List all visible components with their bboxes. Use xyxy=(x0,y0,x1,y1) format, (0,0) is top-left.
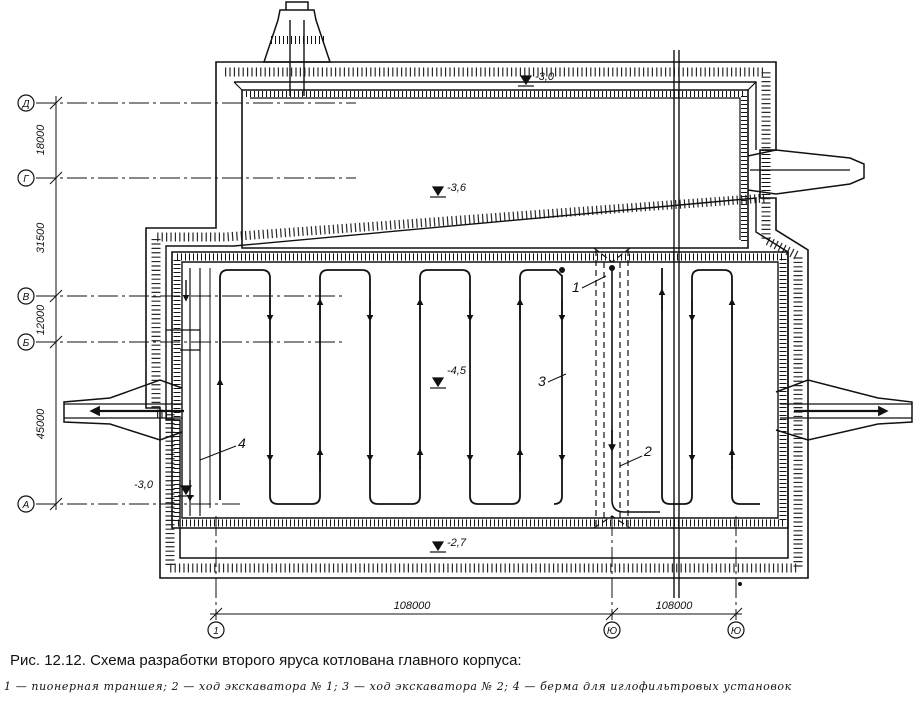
axis-label-yu-1: Ю xyxy=(607,626,617,637)
axis-label-g: Г xyxy=(23,174,30,185)
elevation-top: -3,0 xyxy=(535,71,555,83)
axis-bubble-d xyxy=(17,94,35,112)
elevation-upper-block: -3,6 xyxy=(447,182,467,194)
callout-leaders xyxy=(199,275,643,467)
path-start-dots xyxy=(559,265,742,586)
elevation-bottom-berm: -2,7 xyxy=(447,537,467,549)
elevation-main: -4,5 xyxy=(447,365,467,377)
excavation-scheme-drawing: Д Г В Б А 1 Ю Ю 18000 31500 12000 45000 … xyxy=(17,1,913,639)
figure-caption-legend: 1 — пионерная траншея; 2 — ход экскавато… xyxy=(4,680,792,693)
axis-bubbles xyxy=(17,94,745,639)
callout-2: 2 xyxy=(643,443,652,459)
axis-label-d: Д xyxy=(21,99,29,110)
vertical-dimension-line xyxy=(49,96,63,511)
outer-wall xyxy=(145,61,809,579)
axis-bubble-v xyxy=(17,287,35,305)
elevation-left-berm: -3,0 xyxy=(134,479,154,491)
axis-bubble-1 xyxy=(207,621,225,639)
axis-bubble-a xyxy=(17,495,35,513)
main-pit xyxy=(171,251,789,529)
dim-108000-b: 108000 xyxy=(656,600,694,612)
excavator-path-1 xyxy=(608,268,660,513)
grid-axes xyxy=(36,102,737,620)
left-notch xyxy=(166,329,201,351)
horizontal-dimension-line xyxy=(209,607,743,621)
path-direction-arrows xyxy=(182,280,736,502)
dim-45000: 45000 xyxy=(35,408,47,439)
axis-bubble-yu-2 xyxy=(727,621,745,639)
axis-label-v: В xyxy=(23,292,30,303)
axis-label-yu-2: Ю xyxy=(731,626,741,637)
bottom-berm xyxy=(179,528,789,558)
callout-1: 1 xyxy=(572,279,580,295)
section-line xyxy=(673,50,680,598)
dim-18000: 18000 xyxy=(35,124,47,155)
dim-108000-a: 108000 xyxy=(394,600,432,612)
elevation-marks xyxy=(178,75,534,553)
top-inlet xyxy=(262,1,332,96)
axis-bubble-g xyxy=(17,169,35,187)
callout-4: 4 xyxy=(238,435,246,451)
axis-label-1: 1 xyxy=(213,626,219,637)
figure-caption-title: Рис. 12.12. Схема разработки второго яру… xyxy=(10,652,522,669)
axis-label-a: А xyxy=(22,500,30,511)
callout-3: 3 xyxy=(538,373,546,389)
left-nozzle xyxy=(63,379,183,441)
right-lower-nozzle xyxy=(775,379,913,441)
upper-block xyxy=(233,81,757,249)
axis-bubble-b xyxy=(17,333,35,351)
right-upper-nozzle xyxy=(747,149,865,198)
axis-label-b: Б xyxy=(23,338,30,349)
axis-bubble-yu-1 xyxy=(603,621,621,639)
dim-12000: 12000 xyxy=(35,304,47,335)
excavator-path-2 xyxy=(209,268,760,508)
dim-31500: 31500 xyxy=(35,222,47,253)
